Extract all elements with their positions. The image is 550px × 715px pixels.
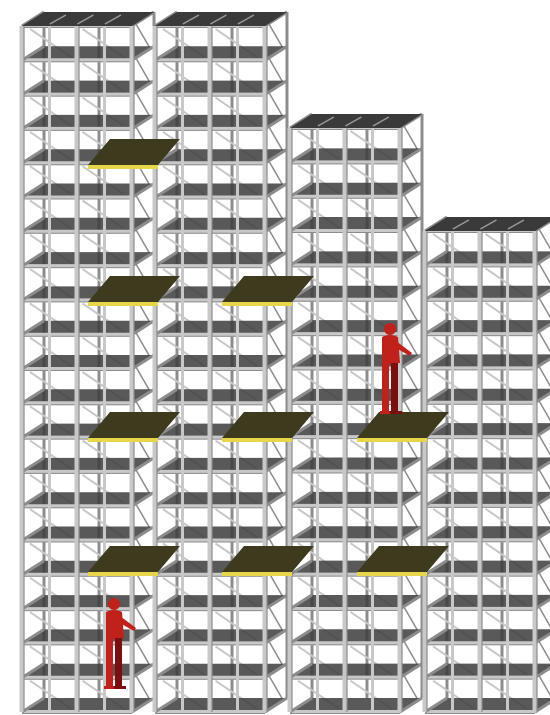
deck-edge	[222, 572, 292, 576]
brace	[136, 93, 150, 117]
brace	[269, 470, 283, 494]
brace	[136, 504, 150, 528]
brace	[136, 333, 150, 357]
deck-edge	[357, 438, 427, 442]
brace	[136, 196, 150, 220]
deck-edge	[88, 302, 158, 306]
brace	[539, 366, 550, 390]
brace	[539, 435, 550, 459]
brace	[269, 24, 283, 48]
brace	[269, 127, 283, 151]
brace	[269, 196, 283, 220]
deck-edge	[357, 572, 427, 576]
person-torso	[106, 610, 124, 640]
brace	[404, 229, 418, 253]
brace	[136, 470, 150, 494]
person-foot	[390, 411, 402, 414]
brace	[539, 504, 550, 528]
tower-2	[155, 12, 287, 714]
brace	[136, 641, 150, 665]
person-foot	[114, 686, 126, 689]
brace	[136, 607, 150, 631]
tower-top	[155, 12, 287, 26]
brace	[269, 367, 283, 391]
tower-1	[22, 12, 154, 714]
person-leg	[106, 638, 113, 688]
brace	[404, 195, 418, 219]
deck-edge	[88, 438, 158, 442]
deck-edge	[222, 438, 292, 442]
deck-edge	[88, 165, 158, 169]
brace	[404, 676, 418, 700]
brace	[404, 126, 418, 150]
brace	[539, 641, 550, 665]
brace	[539, 607, 550, 631]
person-leg	[391, 363, 398, 413]
brace	[539, 573, 550, 597]
brace	[269, 676, 283, 700]
brace	[136, 24, 150, 48]
person-leg	[382, 363, 389, 413]
brace	[404, 470, 418, 494]
brace	[539, 332, 550, 356]
brace	[404, 504, 418, 528]
brace	[269, 641, 283, 665]
deck-edge	[88, 572, 158, 576]
brace	[136, 676, 150, 700]
tower-top	[425, 217, 550, 231]
tower-4	[425, 217, 550, 714]
brace	[539, 229, 550, 253]
brace	[269, 230, 283, 254]
brace	[136, 230, 150, 254]
brace	[269, 58, 283, 82]
brace	[404, 263, 418, 287]
brace	[539, 401, 550, 425]
brace	[539, 298, 550, 322]
brace	[404, 573, 418, 597]
brace	[269, 333, 283, 357]
tower-top	[290, 114, 422, 128]
person-head	[108, 598, 120, 610]
brace	[269, 504, 283, 528]
tower-top	[22, 12, 154, 26]
person-leg	[115, 638, 122, 688]
brace	[539, 676, 550, 700]
brace	[269, 573, 283, 597]
deck-edge	[222, 302, 292, 306]
brace	[404, 641, 418, 665]
brace	[136, 58, 150, 82]
brace	[539, 538, 550, 562]
scaffold-towers	[22, 12, 550, 714]
brace	[269, 93, 283, 117]
brace	[539, 263, 550, 287]
person-torso	[382, 335, 400, 365]
brace	[269, 161, 283, 185]
brace	[404, 160, 418, 184]
brace	[136, 367, 150, 391]
brace	[269, 607, 283, 631]
brace	[404, 298, 418, 322]
brace	[404, 366, 418, 390]
brace	[404, 607, 418, 631]
brace	[539, 470, 550, 494]
person-head	[384, 323, 396, 335]
brace	[136, 573, 150, 597]
